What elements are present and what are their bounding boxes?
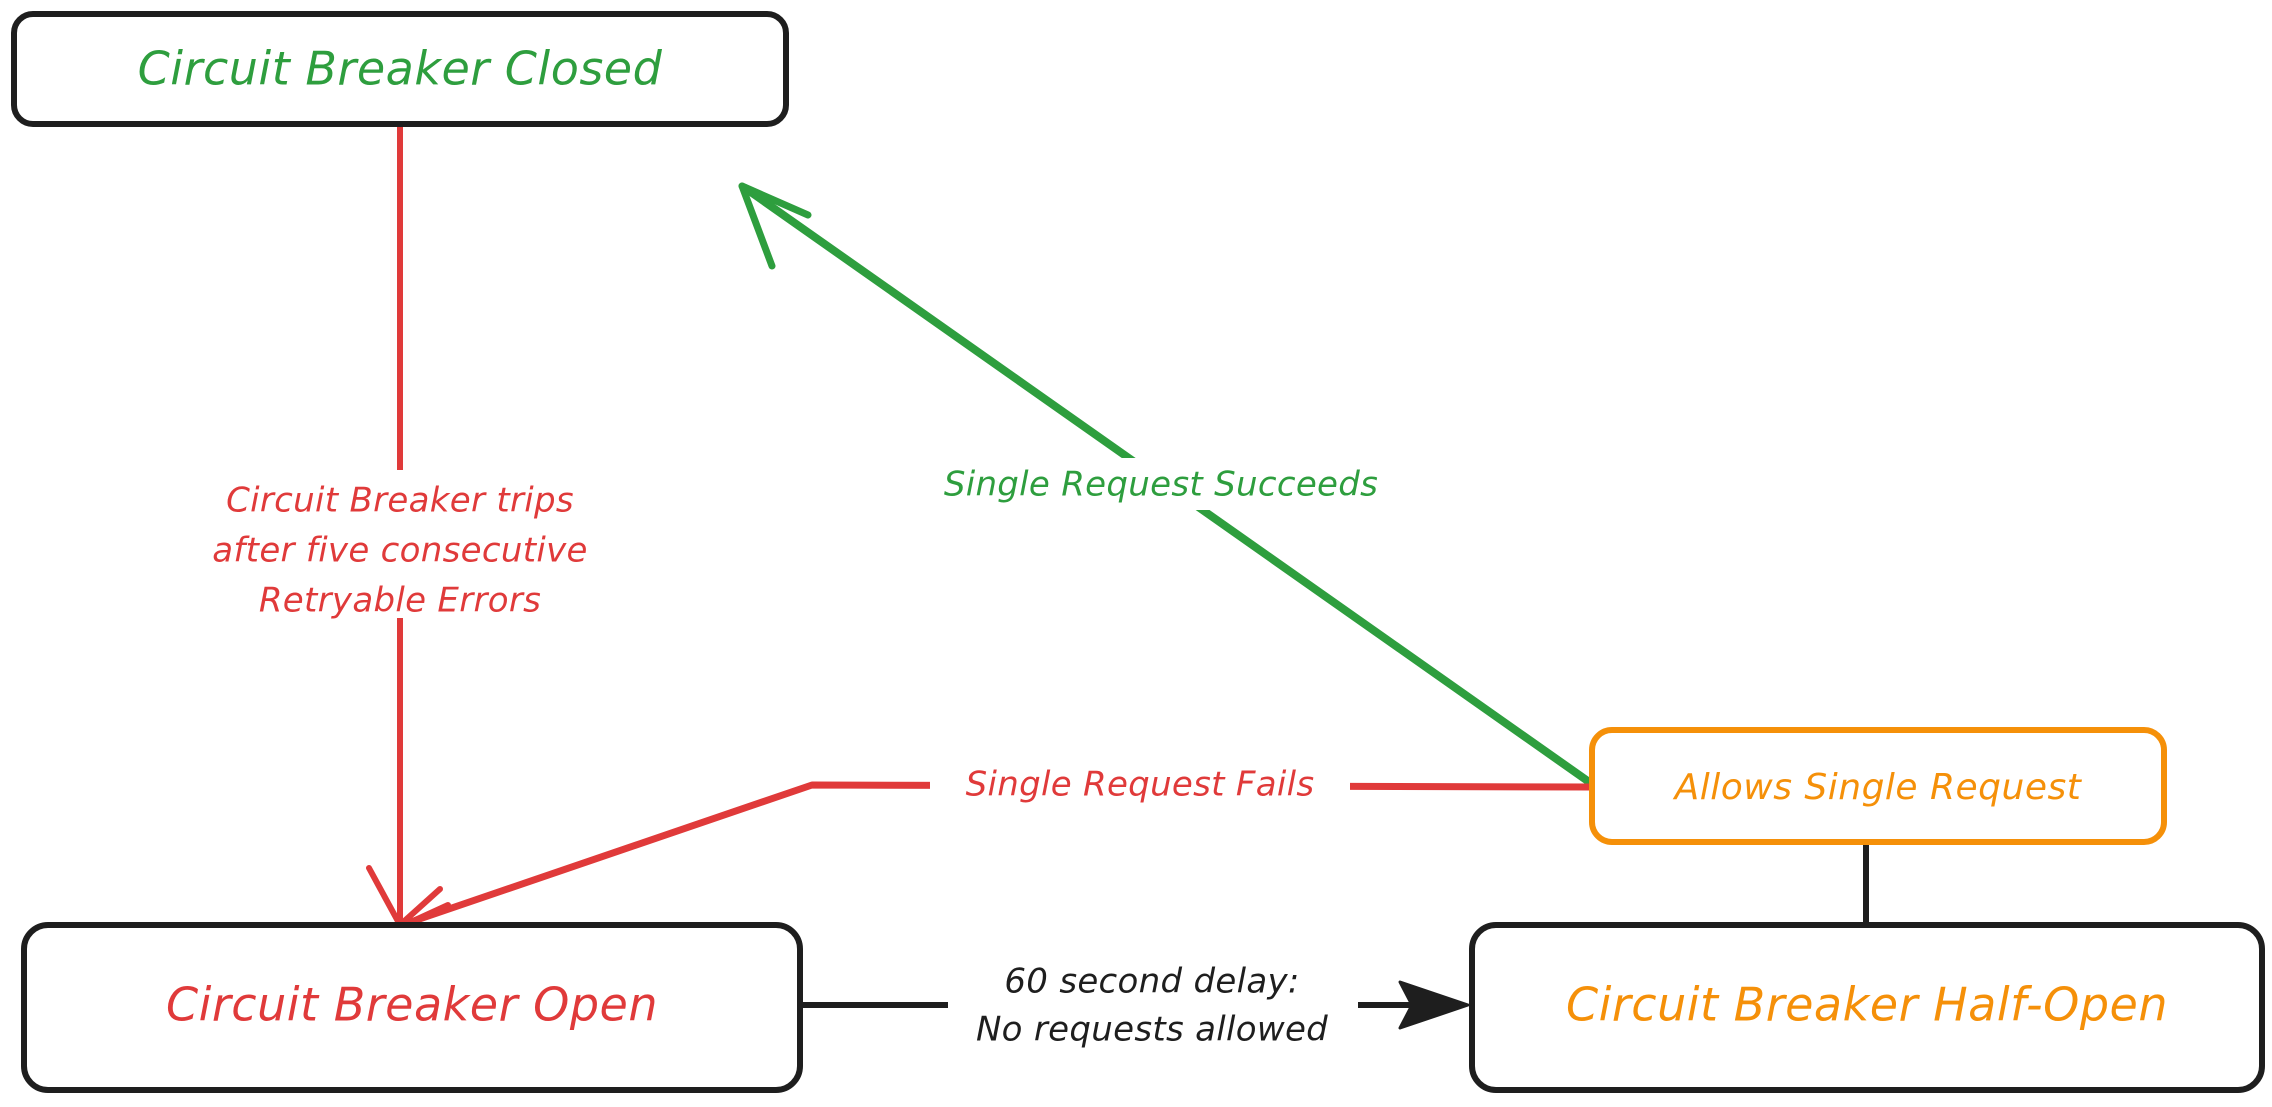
node-allows-box[interactable] xyxy=(1589,727,2167,845)
node-halfopen-box[interactable] xyxy=(1469,922,2265,1093)
edge-label-open-to-halfopen-line2: No requests allowed xyxy=(976,1010,1328,1050)
edge-label-closed-to-open-line1: Circuit Breaker trips xyxy=(226,481,574,521)
edge-label-closed-to-open-line3: Retryable Errors xyxy=(259,581,541,621)
edge-label-open-to-halfopen-backdrop xyxy=(948,955,1358,1055)
node-open-box[interactable] xyxy=(21,922,803,1093)
edge-label-closed-to-open-line2: after five consecutive xyxy=(212,531,587,571)
edge-label-closed-to-open-backdrop xyxy=(160,470,640,618)
node-allows-single-request[interactable]: Allows Single Request xyxy=(1589,727,2167,845)
node-circuit-breaker-closed[interactable]: Circuit Breaker Closed xyxy=(11,11,789,127)
edge-closed-to-open-arrowhead-right xyxy=(397,886,443,928)
edge-label-open-to-halfopen: 60 second delay: No requests allowed xyxy=(948,955,1358,1055)
edge-label-allows-to-closed-backdrop xyxy=(900,458,1422,510)
edge-closed-to-open-arrowhead-left xyxy=(366,865,403,928)
node-allows-label: Allows Single Request xyxy=(1673,767,2083,808)
node-circuit-breaker-half-open[interactable]: Circuit Breaker Half-Open xyxy=(1469,922,2265,1093)
edge-label-closed-to-open: Circuit Breaker trips after five consecu… xyxy=(160,470,640,621)
node-circuit-breaker-open[interactable]: Circuit Breaker Open xyxy=(21,922,803,1093)
edge-label-allows-to-closed-text: Single Request Succeeds xyxy=(944,465,1378,505)
node-open-label: Circuit Breaker Open xyxy=(166,978,658,1032)
edge-allows-to-closed-arrowhead-lower xyxy=(738,182,776,270)
edge-open-to-halfopen-arrowhead xyxy=(1398,980,1470,1030)
edge-open-to-halfopen xyxy=(797,980,1470,1030)
edge-label-allows-to-open-text: Single Request Fails xyxy=(966,765,1315,805)
node-closed-label: Circuit Breaker Closed xyxy=(138,42,663,96)
edge-label-allows-to-open-backdrop xyxy=(930,761,1350,811)
edge-allows-to-closed-arrowhead-upper xyxy=(738,182,812,219)
node-halfopen-label: Circuit Breaker Half-Open xyxy=(1566,978,2168,1032)
edge-label-allows-to-closed: Single Request Succeeds xyxy=(900,458,1422,510)
edge-label-open-to-halfopen-line1: 60 second delay: xyxy=(1004,962,1299,1002)
edge-label-allows-to-open: Single Request Fails xyxy=(930,761,1350,811)
node-closed-box[interactable] xyxy=(11,11,789,127)
